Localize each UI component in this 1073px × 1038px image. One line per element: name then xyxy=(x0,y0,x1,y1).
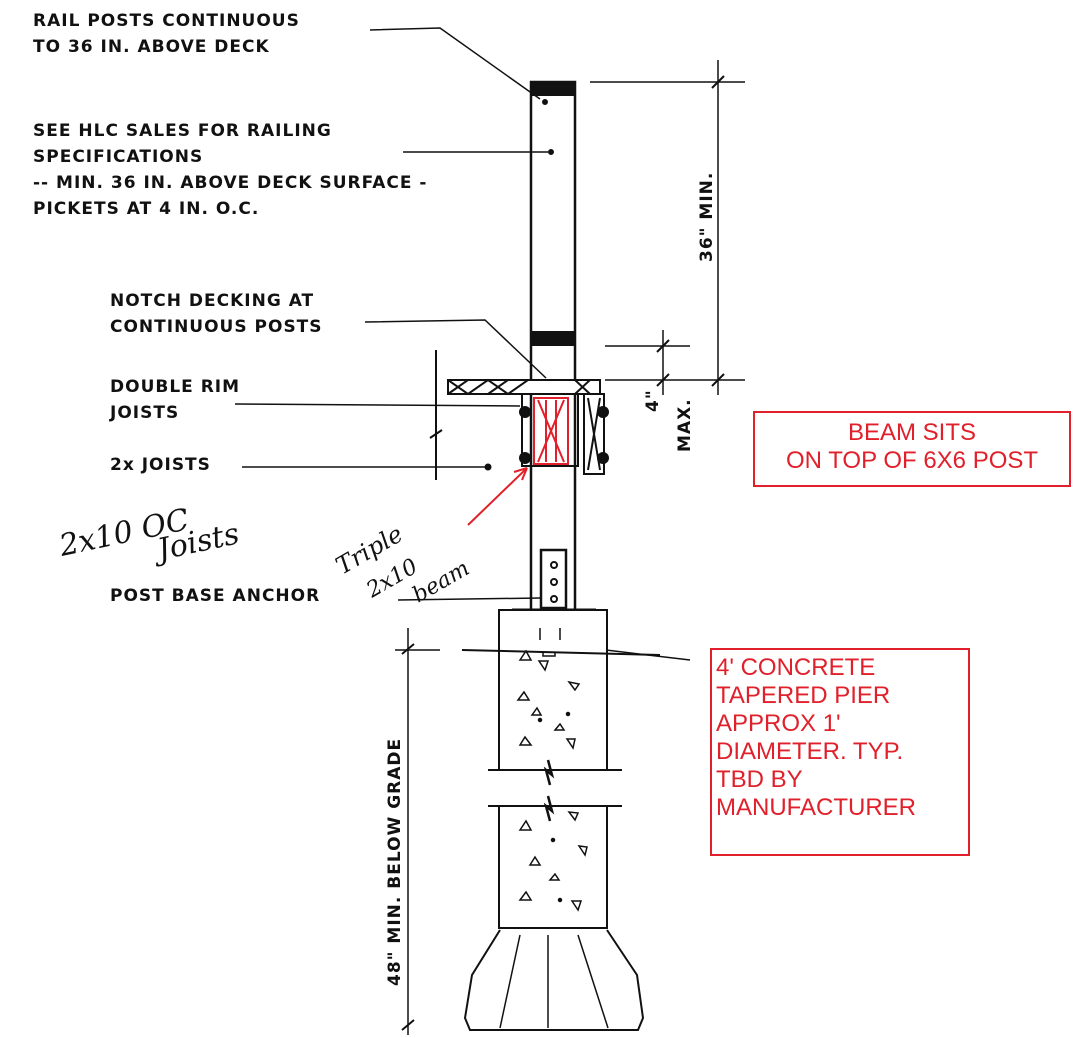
notch-decking-note: NOTCH DECKING AT CONTINUOUS POSTS xyxy=(110,291,323,337)
post-base-anchor-note: POST BASE ANCHOR xyxy=(110,586,321,606)
deck-level-band xyxy=(530,331,576,346)
double-rim-joist xyxy=(521,393,579,467)
concrete-pier-lower xyxy=(498,805,608,929)
pier-callout: 4' CONCRETE TAPERED PIER APPROX 1' DIAME… xyxy=(710,648,970,856)
footing-depth-dimension: 48" MIN. BELOW GRADE xyxy=(385,738,405,986)
beam-callout: BEAM SITS ON TOP OF 6X6 POST xyxy=(753,411,1071,487)
rail-height-dimension: 36" MIN. xyxy=(697,172,717,262)
double-rim-joists-note: DOUBLE RIM JOISTS xyxy=(110,377,241,423)
post-cap-band xyxy=(530,81,576,96)
concrete-pier xyxy=(498,609,608,771)
joists-note: 2x JOISTS xyxy=(110,455,211,475)
railing-specs-note: SEE HLC SALES FOR RAILING SPECIFICATIONS… xyxy=(33,121,428,219)
right-rim-joist xyxy=(583,393,605,475)
gap-dimension: 4" xyxy=(643,389,663,412)
handwritten-beam-line3: beam xyxy=(409,556,474,608)
beam-markup-arrow xyxy=(467,467,528,526)
triple-beam-markup xyxy=(533,397,569,465)
gap-max-label: MAX. xyxy=(675,398,695,452)
rail-posts-note: RAIL POSTS CONTINUOUS TO 36 IN. ABOVE DE… xyxy=(33,11,300,57)
